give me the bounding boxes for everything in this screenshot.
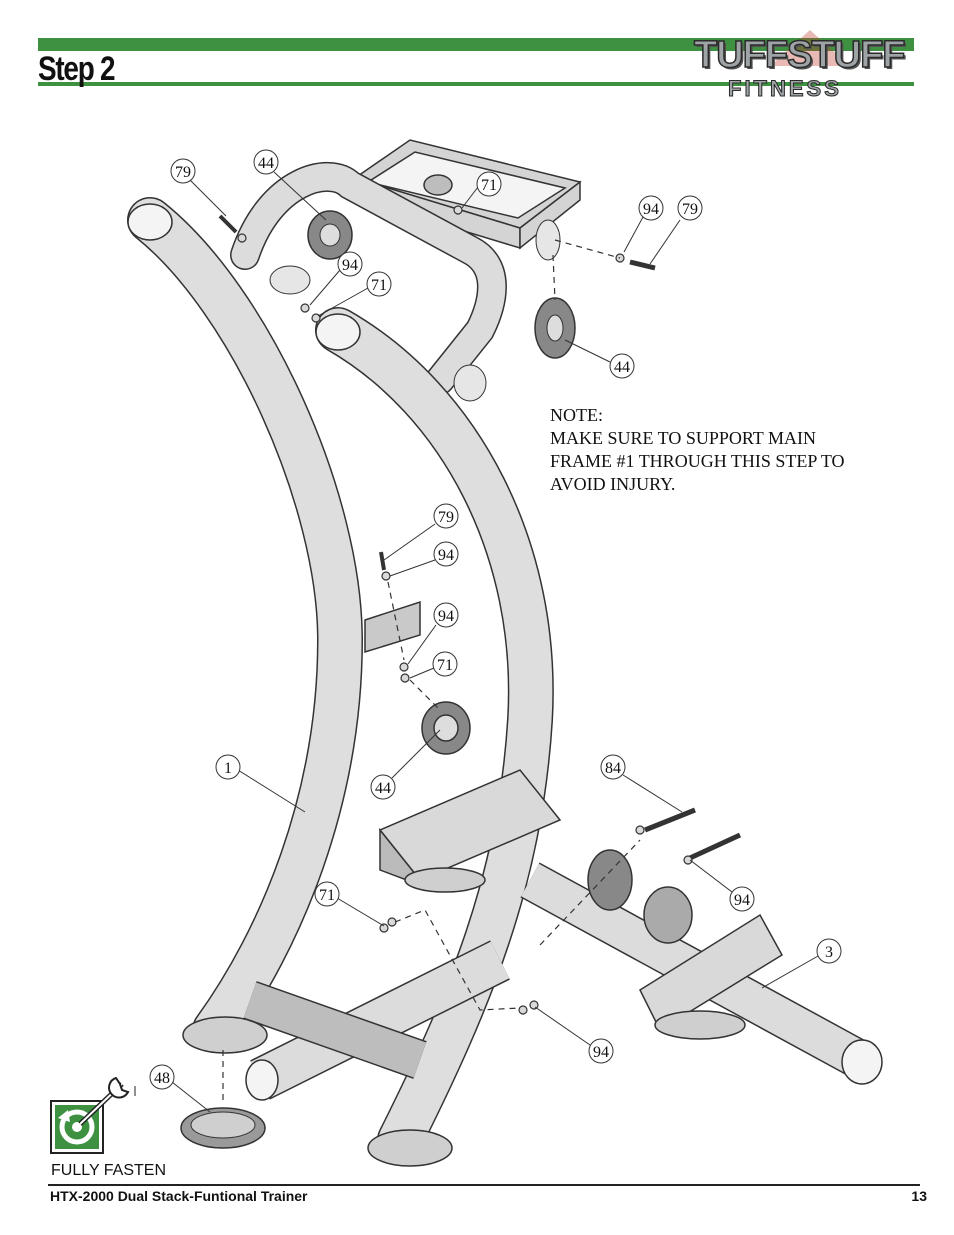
pulley-plate — [453, 364, 487, 402]
callout-44: 44 — [609, 353, 635, 379]
svg-text:94: 94 — [734, 892, 750, 909]
tube-end-cap — [315, 313, 361, 351]
pulley-plate — [587, 849, 633, 911]
note-line: FRAME #1 THROUGH THIS STEP TO — [550, 451, 845, 471]
svg-text:79: 79 — [175, 164, 191, 181]
callout-79: 79 — [677, 195, 703, 221]
callout-44: 44 — [253, 149, 279, 175]
svg-text:71: 71 — [371, 277, 387, 294]
note-line: AVOID INJURY. — [550, 474, 676, 494]
footer-divider — [48, 1184, 920, 1186]
pulley-plate — [269, 265, 311, 295]
callout-44: 44 — [370, 774, 396, 800]
svg-text:71: 71 — [481, 177, 497, 194]
fully-fasten-label: FULLY FASTEN — [51, 1162, 166, 1179]
callout-94: 94 — [638, 195, 664, 221]
callout-3: 3 — [816, 938, 842, 964]
svg-text:94: 94 — [342, 257, 358, 274]
note-line: MAKE SURE TO SUPPORT MAIN — [550, 428, 816, 448]
svg-text:71: 71 — [319, 887, 335, 904]
svg-text:3: 3 — [825, 944, 833, 961]
svg-text:94: 94 — [438, 547, 454, 564]
callout-79: 79 — [170, 158, 196, 184]
svg-text:1: 1 — [224, 760, 232, 777]
wrench-rotate-icon — [50, 1076, 136, 1154]
svg-text:71: 71 — [437, 657, 453, 674]
callout-94: 94 — [729, 886, 755, 912]
callout-71: 71 — [366, 271, 392, 297]
logo-emblem-icon — [770, 30, 850, 66]
pulley-plate — [535, 219, 561, 261]
svg-text:48: 48 — [154, 1070, 170, 1087]
callout-94: 94 — [588, 1038, 614, 1064]
alignment-lines — [222, 239, 641, 1105]
note-line: NOTE: — [550, 405, 603, 425]
svg-text:94: 94 — [593, 1044, 609, 1061]
pulley-plate — [643, 886, 693, 944]
mid-pulley-bracket — [364, 600, 471, 755]
logo-wordmark: TUFFSTUFF — [693, 33, 906, 77]
foot-pad — [367, 1129, 453, 1167]
foot-pad — [182, 1016, 268, 1054]
header-top-bar — [38, 38, 914, 51]
callout-94: 94 — [433, 541, 459, 567]
page-title: Step 2 — [38, 50, 116, 88]
callout-71: 71 — [476, 171, 502, 197]
svg-text:94: 94 — [643, 201, 659, 218]
rear-base-frame — [378, 769, 883, 1085]
callout-1: 1 — [215, 754, 241, 780]
callout-94: 94 — [337, 251, 363, 277]
svg-text:44: 44 — [614, 359, 630, 376]
svg-text:44: 44 — [375, 780, 391, 797]
brand-logo: TUFFSTUFF FITNESS — [690, 26, 916, 102]
logo-subtitle: FITNESS — [728, 76, 842, 102]
callout-79: 79 — [433, 503, 459, 529]
callout-leaders — [171, 171, 819, 1113]
svg-text:94: 94 — [438, 608, 454, 625]
footer-document-title: HTX-2000 Dual Stack-Funtional Trainer — [50, 1188, 308, 1204]
svg-text:79: 79 — [682, 201, 698, 218]
safety-note: NOTE: MAKE SURE TO SUPPORT MAIN FRAME #1… — [550, 404, 910, 496]
assembly-diagram: 79 44 71 94 79 94 71 44 79 94 94 71 44 1… — [127, 139, 883, 1167]
callout-48: 48 — [149, 1064, 175, 1090]
svg-text:44: 44 — [258, 155, 274, 172]
page-number: 13 — [911, 1188, 927, 1204]
callout-84: 84 — [600, 754, 626, 780]
svg-text:79: 79 — [438, 509, 454, 526]
bolt-hardware — [218, 205, 742, 1015]
callout-71: 71 — [432, 651, 458, 677]
callout-71: 71 — [314, 881, 340, 907]
tube-end-cap — [127, 203, 173, 241]
svg-text:84: 84 — [605, 760, 621, 777]
callout-94: 94 — [433, 602, 459, 628]
header-bottom-bar — [38, 82, 914, 86]
